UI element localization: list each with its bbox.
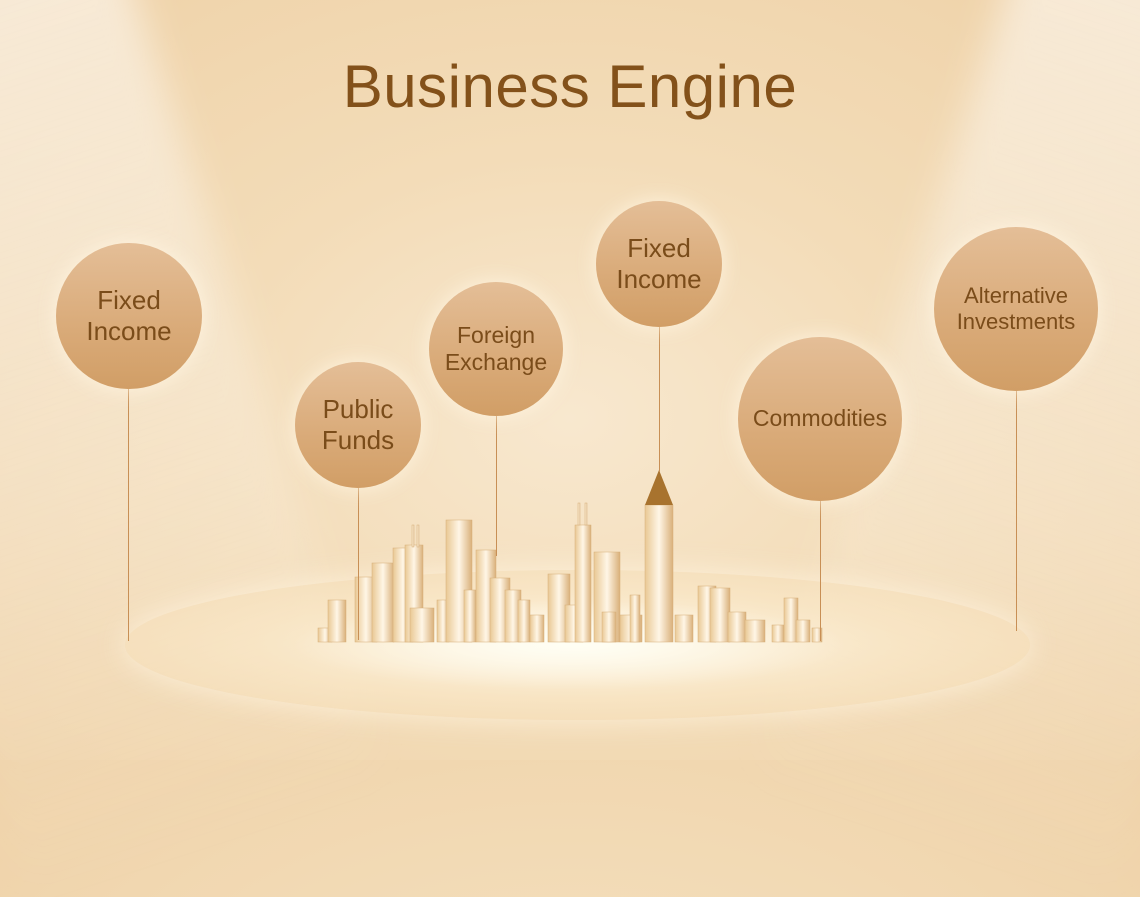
bubble-label: Foreign [457,321,535,348]
connector-line [1016,391,1017,631]
bubble-label: Investments [956,309,1076,334]
bubble-label: Exchange [444,349,548,375]
bubble-label: Funds [321,425,395,455]
connector-line [659,327,660,472]
bubble-commodities: Commodities [738,337,902,501]
bubble-label: Public [322,394,394,425]
connector-line [820,501,821,641]
bubble-label: Alternative [964,283,1068,309]
city-skyline [317,470,823,643]
spire [645,470,673,505]
bubble-label: Income [86,316,172,346]
bubble-label: Fixed [97,285,161,316]
connector-line [128,389,129,641]
bubble-label: Fixed [627,233,691,264]
connector-line [496,416,497,556]
bubble-label: Income [616,264,702,294]
connector-line [358,488,359,640]
bubble-label: Commodities [752,405,888,432]
page-title: Business Engine [342,53,798,120]
